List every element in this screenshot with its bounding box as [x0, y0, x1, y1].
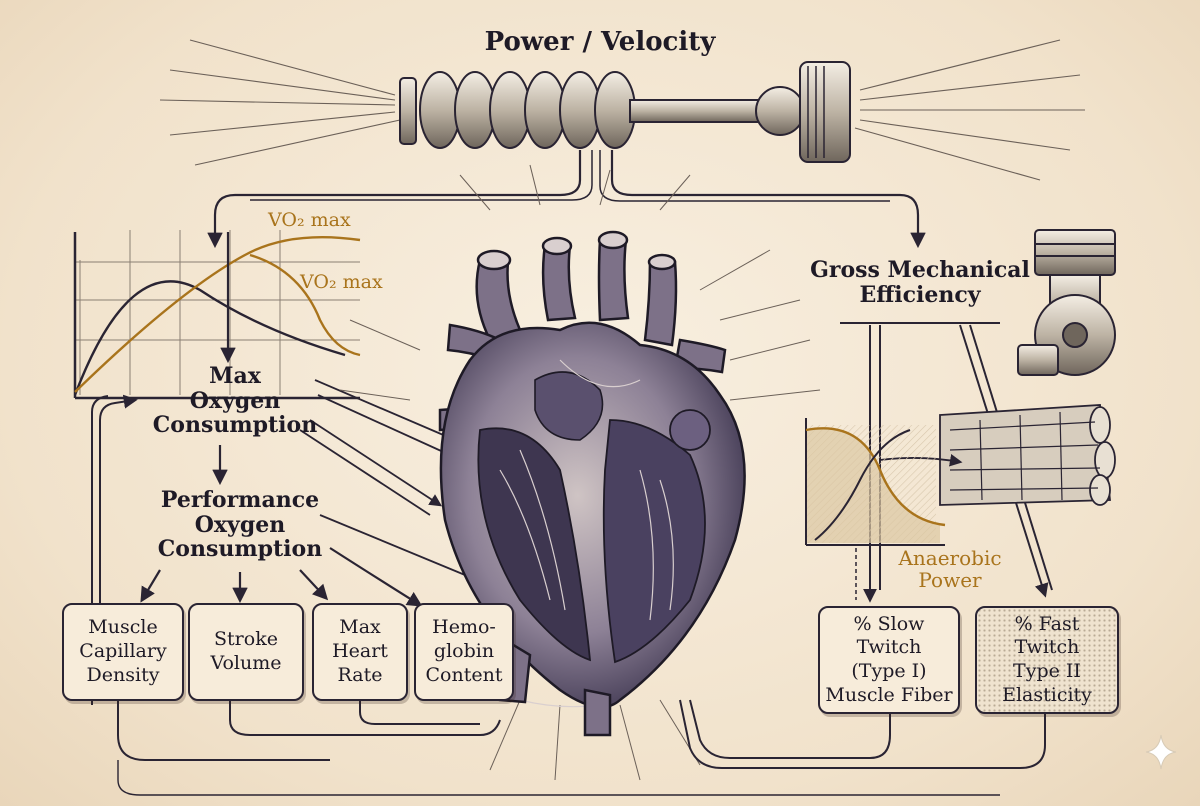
stroke-volume-text: Stroke Volume — [210, 628, 282, 674]
anaerobic-power-label: Anaerobic Power — [898, 546, 1002, 593]
slow-twitch-fiber-box: % Slow Twitch (Type I) Muscle Fiber — [818, 606, 960, 714]
vo2-curve-chart — [73, 230, 361, 400]
max-heart-rate-box: Max Heart Rate — [312, 603, 408, 701]
performance-oxygen-consumption-label: Performance Oxygen Consumption — [157, 487, 323, 563]
spring-radiating-lines — [159, 39, 1085, 181]
slow-twitch-fiber-text: % Slow Twitch (Type I) Muscle Fiber — [825, 612, 953, 706]
anaerobic-power-chart — [805, 418, 946, 600]
max-heart-rate-text: Max Heart Rate — [332, 616, 388, 686]
muscle-capillary-density-box: Muscle Capillary Density — [62, 603, 184, 701]
spring-piston-icon — [399, 61, 851, 163]
sparkle-icon — [1145, 734, 1177, 770]
fast-twitch-fiber-box: % Fast Twitch Type II Elasticity — [975, 606, 1119, 714]
hemoglobin-content-text: Hemo- globin Content — [425, 616, 503, 686]
left-feedback-loop — [91, 394, 330, 761]
stroke-volume-box: Stroke Volume — [188, 603, 304, 701]
fast-twitch-fiber-text: % Fast Twitch Type II Elasticity — [1002, 612, 1092, 706]
vo2-max-label-lower: VO₂ max — [300, 271, 383, 293]
vo2-max-label-upper: VO₂ max — [268, 209, 351, 231]
diagram-title: Power / Velocity — [484, 27, 716, 57]
engine-piston-icon — [1017, 229, 1116, 376]
bottom-flow-lines — [117, 699, 1046, 796]
muscle-capillary-density-text: Muscle Capillary Density — [79, 616, 167, 686]
max-oxygen-consumption-label: Max Oxygen Consumption — [152, 363, 318, 439]
power-flow-arrows — [207, 150, 926, 249]
gross-mechanical-efficiency-label: Gross Mechanical Efficiency — [810, 257, 1030, 308]
hemoglobin-content-box: Hemo- globin Content — [414, 603, 514, 701]
muscle-fiber-icon — [879, 404, 1116, 506]
